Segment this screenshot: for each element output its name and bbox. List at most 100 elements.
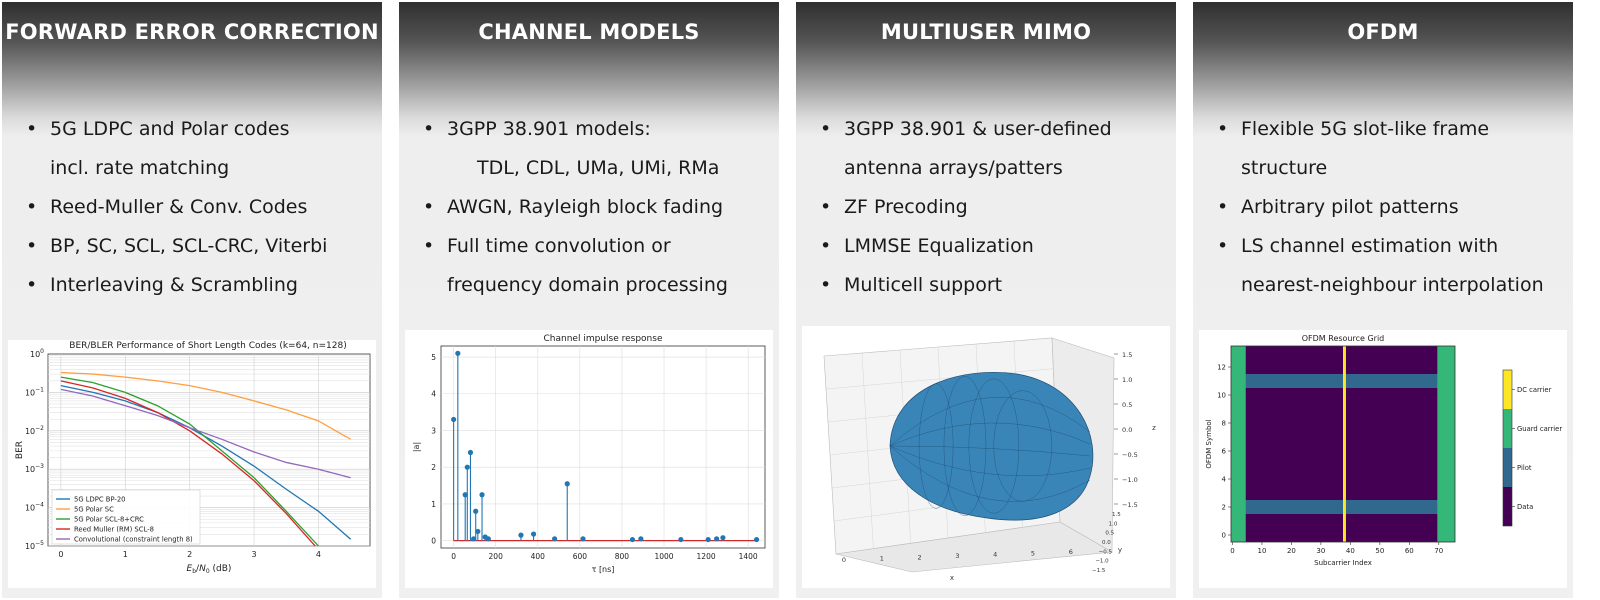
stem-marker bbox=[479, 492, 485, 498]
bullet-item: LMMSE Equalization bbox=[818, 227, 1168, 266]
panel-title: CHANNEL MODELS bbox=[478, 20, 700, 44]
y-axis-label: y bbox=[1118, 546, 1122, 554]
y-tick-label: −0.5 bbox=[1099, 549, 1113, 555]
x-tick-label: 400 bbox=[531, 552, 546, 561]
stem-marker bbox=[485, 536, 491, 542]
y-tick-label: 6 bbox=[1222, 448, 1227, 456]
x-tick-label: 0 bbox=[1230, 547, 1234, 555]
x-tick-label: 0 bbox=[842, 556, 846, 564]
stem-marker bbox=[518, 532, 524, 538]
z-tick-label: −1.0 bbox=[1122, 476, 1138, 484]
mesh-line bbox=[968, 378, 1020, 514]
x-tick-label: 60 bbox=[1405, 547, 1414, 555]
bullet-item: 3GPP 38.901 models: bbox=[421, 110, 771, 149]
mesh-line bbox=[889, 445, 1091, 502]
colorbar-label: Pilot bbox=[1517, 464, 1532, 472]
chart-title: Channel impulse response bbox=[544, 334, 663, 344]
stem-marker bbox=[530, 531, 537, 537]
x-tick-label: 6 bbox=[1069, 548, 1073, 556]
mimo-panel: MULTIUSER MIMO 3GPP 38.901 & user-define… bbox=[796, 2, 1176, 598]
y-tick-label: 5 bbox=[431, 353, 436, 362]
x-tick-label: 20 bbox=[1287, 547, 1296, 555]
series-line bbox=[60, 371, 352, 440]
y-tick-label: 0 bbox=[1222, 532, 1226, 540]
mesh-line bbox=[889, 445, 1091, 477]
stem-marker bbox=[467, 449, 474, 456]
bullet-item: Full time convolution or bbox=[421, 227, 771, 266]
bullet-item: incl. rate matching bbox=[50, 157, 230, 179]
x-tick-label: 50 bbox=[1375, 547, 1384, 555]
x-tick-label: 30 bbox=[1316, 547, 1325, 555]
x-tick-label: 1 bbox=[123, 550, 128, 559]
bullet-item: Interleaving & Scrambling bbox=[24, 266, 374, 305]
stem-marker bbox=[705, 536, 711, 543]
x-tick-label: 3 bbox=[252, 550, 257, 559]
bullet-item: Arbitrary pilot patterns bbox=[1215, 188, 1565, 227]
bullet-item: antenna arrays/patters bbox=[844, 157, 1063, 179]
x-axis-label: Subcarrier Index bbox=[1314, 559, 1372, 567]
y-tick-label: 1.0 bbox=[1109, 521, 1118, 527]
colorbar-label: DC carrier bbox=[1517, 386, 1552, 394]
series-group bbox=[60, 371, 352, 546]
stem-marker bbox=[580, 536, 586, 542]
z-tick-label: 0.0 bbox=[1122, 426, 1132, 434]
x-tick-label: 1000 bbox=[654, 552, 673, 561]
bullet-item: BP, SC, SCL, SCL-CRC, Viterbi bbox=[24, 227, 374, 266]
x-tick-label: 10 bbox=[1257, 547, 1266, 555]
y-tick-label: 8 bbox=[1222, 420, 1226, 428]
bullet-item: Reed-Muller & Conv. Codes bbox=[24, 188, 374, 227]
legend-label: Convolutional (constraint length 8) bbox=[74, 536, 193, 544]
x-tick-label: 200 bbox=[489, 552, 504, 561]
x-axis-label: x bbox=[950, 574, 954, 582]
colorbar-label: Guard carrier bbox=[1517, 425, 1562, 433]
radiation-surface bbox=[889, 371, 1094, 521]
y-tick-label: 10 bbox=[1217, 392, 1226, 400]
bullet-item: frequency domain processing bbox=[447, 274, 728, 296]
y-tick-label: 0.5 bbox=[1105, 531, 1114, 537]
z-tick-label: 1.5 bbox=[1122, 351, 1132, 359]
panel-title: OFDM bbox=[1347, 20, 1419, 44]
mesh-line bbox=[889, 397, 1091, 447]
bullet-list: Flexible 5G slot-like framestructureArbi… bbox=[1215, 110, 1565, 305]
stem-marker bbox=[552, 536, 558, 542]
fec-panel: FORWARD ERROR CORRECTION 5G LDPC and Pol… bbox=[2, 2, 382, 598]
stem-marker bbox=[473, 508, 479, 514]
y-tick-label: 1 bbox=[431, 500, 436, 509]
x-axis-label: τ [ns] bbox=[592, 565, 615, 574]
x-tick-label: 2 bbox=[918, 553, 922, 561]
stem-marker bbox=[564, 481, 570, 487]
colorbar-segment bbox=[1503, 448, 1512, 487]
x-tick-label: 4 bbox=[316, 550, 321, 559]
colorbar-label: Data bbox=[1517, 503, 1533, 511]
y-axis-label: BER bbox=[15, 441, 25, 459]
ofdm-panel: OFDM Flexible 5G slot-like framestructur… bbox=[1193, 2, 1573, 598]
bullet-item: Multicell support bbox=[818, 266, 1168, 305]
panel-title: FORWARD ERROR CORRECTION bbox=[5, 20, 379, 44]
mesh-line bbox=[889, 445, 1091, 457]
y-axis-label: OFDM Symbol bbox=[1205, 419, 1213, 468]
x-tick-label: 1400 bbox=[739, 552, 758, 561]
dc-carrier bbox=[1343, 346, 1346, 542]
legend-label: 5G LDPC BP-20 bbox=[74, 496, 126, 504]
x-tick-label: 5 bbox=[1031, 549, 1035, 557]
legend-label: 5G Polar SCL-8+CRC bbox=[74, 516, 144, 524]
bullet-list: 3GPP 38.901 models: TDL, CDL, UMa, UMi, R… bbox=[421, 110, 771, 305]
bullet-item: TDL, CDL, UMa, UMi, RMa bbox=[477, 157, 720, 179]
stem-marker bbox=[475, 528, 481, 535]
y-tick-label: −1.5 bbox=[1092, 568, 1106, 574]
z-tick-label: 0.5 bbox=[1122, 401, 1132, 409]
chart-title: BER/BLER Performance of Short Length Cod… bbox=[69, 341, 346, 351]
legend-box bbox=[51, 489, 201, 545]
legend-label: 5G Polar SC bbox=[74, 506, 114, 514]
stem-marker bbox=[753, 536, 760, 543]
mesh-line bbox=[943, 376, 987, 516]
panel-title: MULTIUSER MIMO bbox=[880, 20, 1092, 44]
z-axis-label: z bbox=[1152, 424, 1156, 432]
stem-marker bbox=[678, 536, 684, 543]
series-line bbox=[60, 376, 320, 546]
channel-models-panel: CHANNEL MODELS 3GPP 38.901 models: TDL, C… bbox=[399, 2, 779, 598]
stem-marker bbox=[462, 492, 468, 498]
x-tick-label: 70 bbox=[1434, 547, 1443, 555]
